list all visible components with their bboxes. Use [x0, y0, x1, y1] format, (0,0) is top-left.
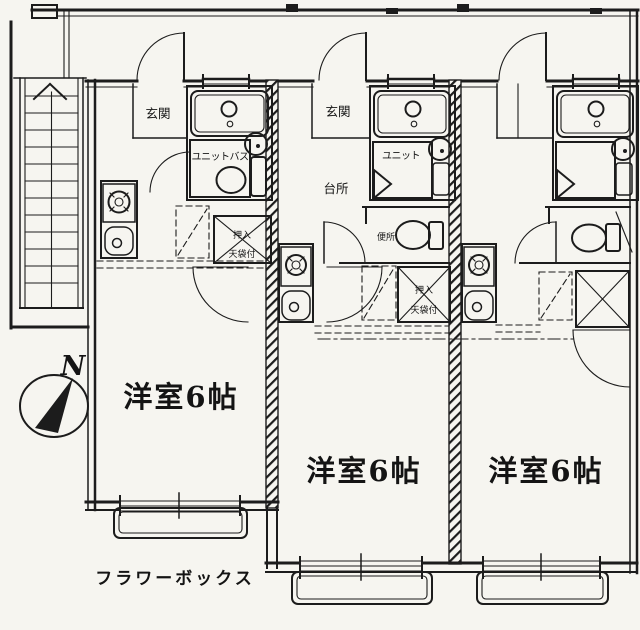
closet: 押入 天袋付 — [397, 266, 451, 323]
room-label: 洋室6帖 — [306, 454, 421, 488]
unit-bath — [552, 85, 639, 201]
stair-up-arrow — [32, 82, 68, 101]
pillar — [31, 4, 58, 19]
unit-2: 玄関 ユニット 台所 — [278, 32, 456, 605]
toilet-room — [514, 206, 633, 264]
closet-note: 天袋付 — [410, 304, 437, 316]
flower-box — [113, 507, 248, 539]
washbasin — [428, 137, 452, 161]
sink — [104, 226, 134, 256]
entrance — [496, 83, 554, 139]
washbasin — [611, 137, 635, 161]
kitchen — [461, 243, 497, 323]
entrance-door — [136, 32, 185, 81]
bath-label: ユニットバス — [192, 151, 249, 163]
room-door — [326, 266, 383, 323]
pipe-space — [615, 211, 633, 253]
faucet-icon — [404, 100, 422, 118]
wall-tick — [386, 8, 398, 14]
toilet — [215, 166, 247, 194]
unit-1: 玄関 ユニットバス — [96, 32, 273, 539]
folding-door-icon — [556, 167, 576, 201]
bath-label: ユニット — [382, 151, 420, 162]
compass-needle — [35, 378, 73, 433]
toilet-tank — [428, 221, 444, 250]
unit-3: 洋室6帖 — [461, 32, 639, 605]
refrigerator-space — [361, 265, 397, 321]
refrigerator-space — [538, 271, 573, 321]
faucet-icon — [587, 100, 605, 118]
room-door — [572, 329, 631, 388]
wall-tick — [590, 8, 602, 14]
unit-bath: ユニット — [369, 85, 456, 201]
bathtub — [373, 90, 451, 138]
staircase — [13, 77, 87, 309]
entrance-label: 玄関 — [325, 104, 350, 119]
entrance: 玄関 — [311, 83, 371, 139]
refrigerator-space — [175, 205, 210, 259]
entrance-label: 玄関 — [145, 106, 170, 121]
flower-box — [476, 571, 609, 605]
unit1-south-wall — [84, 492, 280, 519]
entrance-door — [318, 32, 367, 81]
wall-tick — [457, 4, 469, 12]
room-label: 洋室6帖 — [488, 454, 603, 488]
toilet-tank — [605, 223, 621, 252]
closet-label: 押入 — [415, 284, 433, 296]
kitchen — [278, 243, 314, 323]
toilet — [395, 220, 431, 250]
entrance-door — [498, 32, 547, 81]
room-door — [192, 266, 249, 323]
toilet-label: 便所 — [377, 231, 395, 243]
building-outline — [9, 4, 640, 581]
bathtub — [190, 90, 269, 137]
kitchen-label: 台所 — [323, 181, 348, 196]
closet-note: 天袋付 — [228, 248, 255, 260]
bathtub — [556, 90, 634, 138]
closet — [575, 270, 630, 328]
unit-bath: ユニットバス — [149, 85, 273, 201]
flower-box — [291, 571, 433, 605]
sink — [464, 290, 494, 321]
room-label: 洋室6帖 — [123, 380, 238, 414]
flower-box-caption: フラワーボックス — [95, 569, 255, 589]
bath-door-arc — [149, 151, 191, 193]
closet: 押入 天袋付 — [213, 215, 272, 264]
compass: N — [19, 351, 89, 438]
folding-door-icon — [373, 167, 393, 201]
toilet — [571, 223, 607, 253]
wall-tick — [286, 4, 298, 12]
compass-n-label: N — [60, 351, 87, 382]
stove — [463, 246, 495, 287]
toilet-tank — [250, 156, 267, 197]
stove — [102, 183, 136, 223]
stove — [280, 246, 312, 287]
entrance: 玄関 — [132, 83, 188, 139]
toilet-room: 便所 — [323, 206, 450, 264]
kitchen — [100, 180, 138, 259]
closet-label: 押入 — [233, 229, 251, 241]
sink — [281, 290, 311, 321]
faucet-icon — [220, 100, 238, 118]
washbasin — [244, 132, 268, 156]
